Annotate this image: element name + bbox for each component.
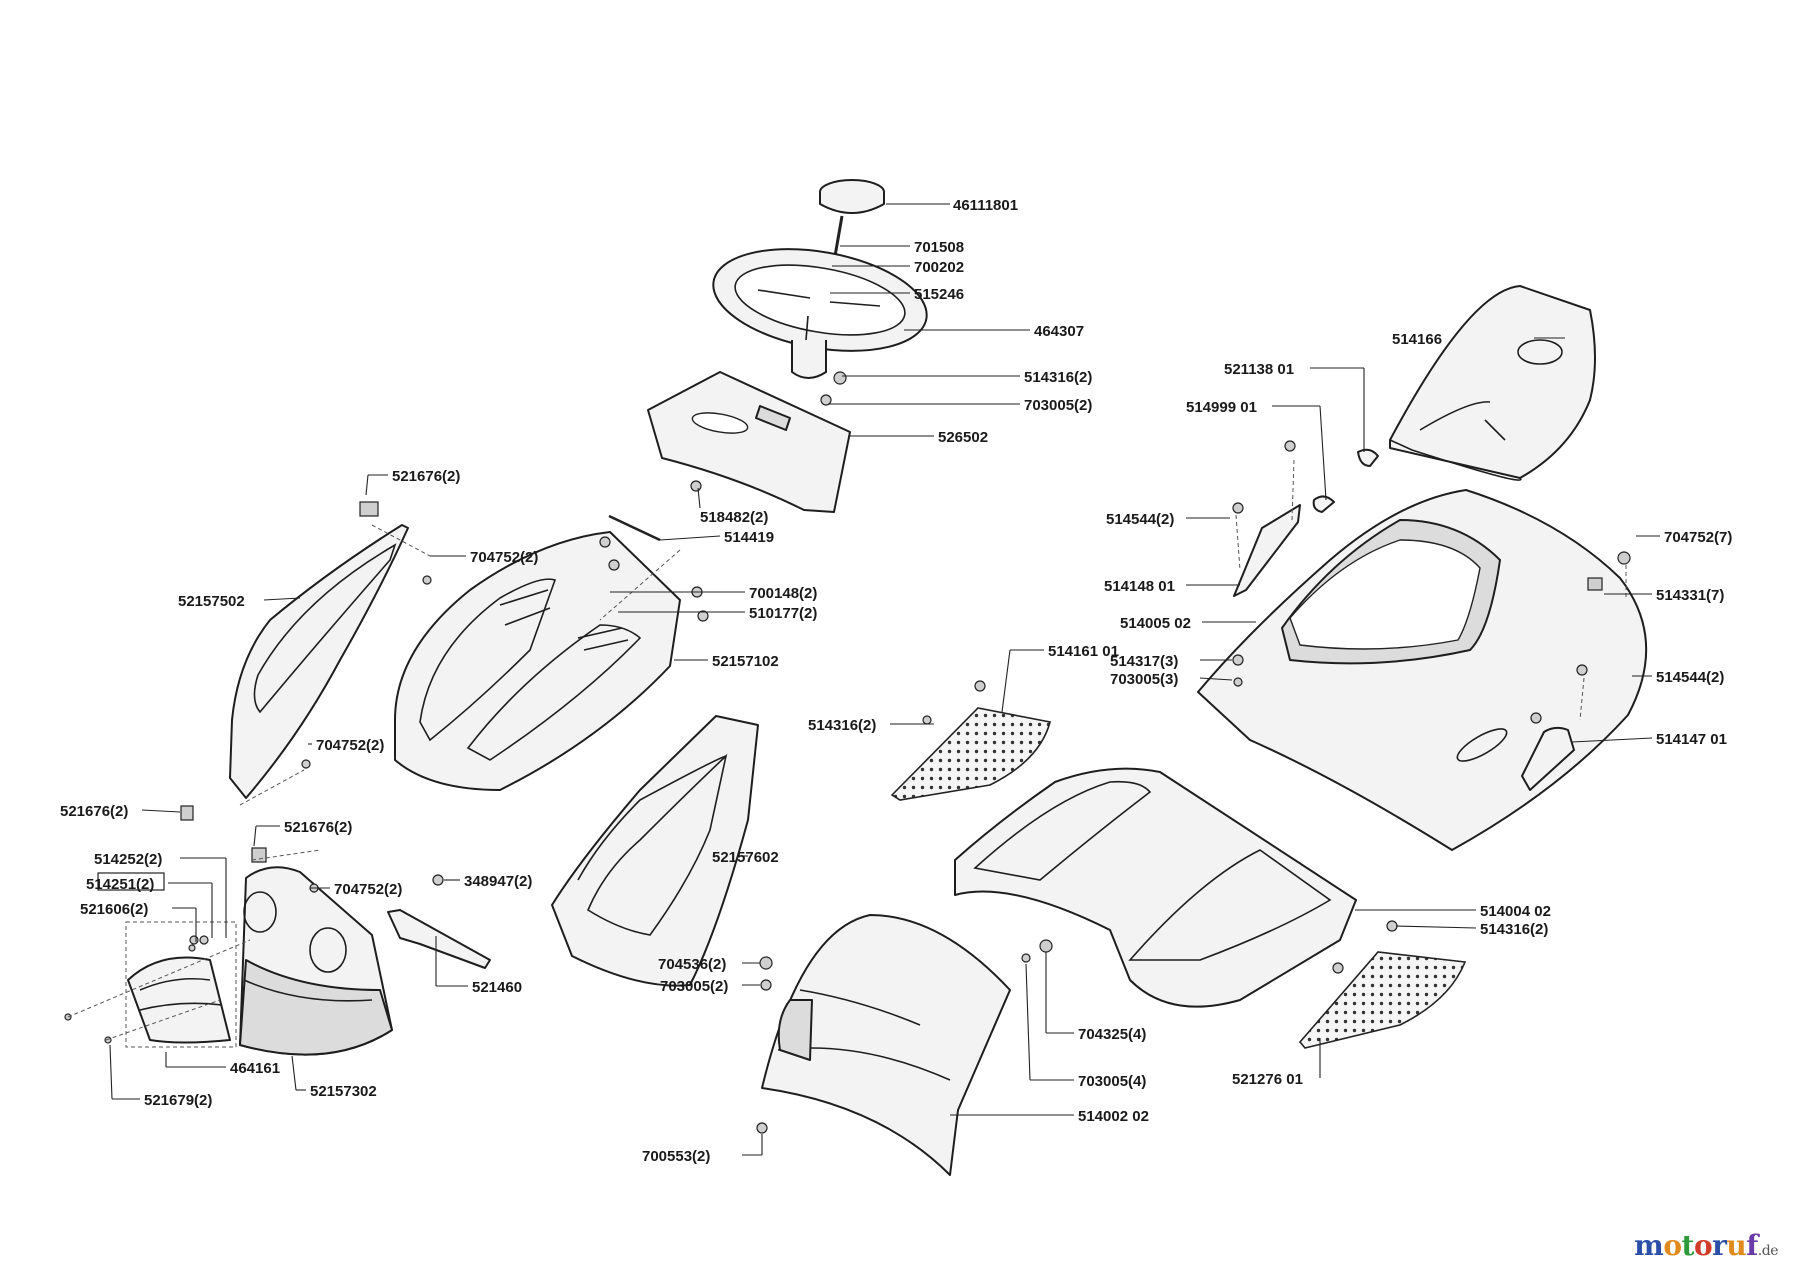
steering-wheel-part bbox=[712, 248, 928, 379]
label-52157602: 52157602 bbox=[712, 849, 779, 866]
dash-panel-part bbox=[647, 371, 851, 513]
label-46111801: 46111801 bbox=[953, 197, 1018, 214]
label-514544-2-right: 514544(2) bbox=[1656, 669, 1724, 686]
label-703005-3: 703005(3) bbox=[1110, 671, 1178, 688]
support-rod-part bbox=[608, 514, 661, 542]
leader-lines bbox=[109, 203, 1660, 1156]
right-side-panel-part bbox=[551, 715, 759, 987]
label-514004-02: 514004 02 bbox=[1480, 903, 1551, 920]
brand-letter: f bbox=[1746, 1229, 1758, 1262]
hood-part bbox=[394, 531, 681, 791]
label-704752-2-top: 704752(2) bbox=[470, 549, 538, 566]
label-521679-2: 521679(2) bbox=[144, 1092, 212, 1109]
label-526502: 526502 bbox=[938, 429, 988, 446]
label-700553-2: 700553(2) bbox=[642, 1148, 710, 1165]
front-grille-part bbox=[239, 866, 393, 1056]
right-footplate-part bbox=[1298, 951, 1467, 1049]
label-514148-01: 514148 01 bbox=[1104, 578, 1175, 595]
front-chassis-cover-part bbox=[761, 914, 1011, 1176]
label-703005-2-mid: 703005(2) bbox=[660, 978, 728, 995]
projection-lines bbox=[67, 459, 1627, 1041]
label-700148-2: 700148(2) bbox=[749, 585, 817, 602]
brand-letter: t bbox=[1681, 1229, 1695, 1262]
side-trim-left-part bbox=[1233, 504, 1301, 597]
seat-pad-part bbox=[1357, 448, 1379, 467]
label-704325-4: 704325(4) bbox=[1078, 1026, 1146, 1043]
label-521138-01: 521138 01 bbox=[1224, 361, 1294, 378]
label-521606-2: 521606(2) bbox=[80, 901, 148, 918]
label-514251-box bbox=[97, 872, 165, 891]
label-514005-02: 514005 02 bbox=[1120, 615, 1191, 632]
seat-part bbox=[1389, 285, 1596, 481]
brand-letter: o bbox=[1693, 1229, 1713, 1262]
label-703005-4: 703005(4) bbox=[1078, 1073, 1146, 1090]
label-514316-2-left: 514316(2) bbox=[808, 717, 876, 734]
label-701508: 701508 bbox=[914, 239, 964, 256]
label-703005-2: 703005(2) bbox=[1024, 397, 1092, 414]
label-704752-2-grille: 704752(2) bbox=[334, 881, 402, 898]
left-footplate-part bbox=[890, 707, 1051, 801]
brand-letter: m bbox=[1634, 1229, 1664, 1262]
label-348947-2: 348947(2) bbox=[464, 873, 532, 890]
label-514316-2-right: 514316(2) bbox=[1480, 921, 1548, 938]
label-514251-2: 514251(2) bbox=[86, 876, 154, 893]
brand-letter: o bbox=[1663, 1229, 1682, 1262]
label-704752-2-mid: 704752(2) bbox=[316, 737, 384, 754]
label-52157102: 52157102 bbox=[712, 653, 779, 670]
label-521676-2-left: 521676(2) bbox=[60, 803, 128, 820]
brand-logo: motoruf.de bbox=[1634, 1229, 1778, 1262]
steering-cap-part bbox=[819, 179, 885, 214]
fastener-set bbox=[64, 371, 1631, 1134]
part-labels: 46111801 701508 700202 515246 464307 514… bbox=[60, 197, 1732, 1165]
label-704752-7: 704752(7) bbox=[1664, 529, 1732, 546]
side-trim-right-part bbox=[1521, 726, 1575, 791]
bracket-part bbox=[387, 909, 491, 969]
label-514147-01: 514147 01 bbox=[1656, 731, 1727, 748]
label-464161: 464161 bbox=[230, 1060, 280, 1077]
label-52157502: 52157502 bbox=[178, 593, 245, 610]
label-515246: 515246 bbox=[914, 286, 964, 303]
label-514161-01: 514161 01 bbox=[1048, 643, 1119, 660]
lamp-group-box bbox=[125, 921, 237, 1048]
label-521676-2-grille: 521676(2) bbox=[284, 819, 352, 836]
label-514331-7: 514331(7) bbox=[1656, 587, 1724, 604]
label-518482-2: 518482(2) bbox=[700, 509, 768, 526]
label-514419: 514419 bbox=[724, 529, 774, 546]
label-464307: 464307 bbox=[1034, 323, 1084, 340]
center-footwell-part bbox=[954, 767, 1357, 1008]
label-514316-2: 514316(2) bbox=[1024, 369, 1092, 386]
seat-pad-part-2 bbox=[1312, 495, 1335, 513]
brand-letter: r bbox=[1712, 1229, 1727, 1262]
label-510177-2: 510177(2) bbox=[749, 605, 817, 622]
label-521460: 521460 bbox=[472, 979, 522, 996]
label-704536-2: 704536(2) bbox=[658, 956, 726, 973]
left-side-panel-part bbox=[229, 524, 409, 799]
label-514544-2-left: 514544(2) bbox=[1106, 511, 1174, 528]
label-514317-3: 514317(3) bbox=[1110, 653, 1178, 670]
label-514999-01: 514999 01 bbox=[1186, 399, 1257, 416]
brand-tld: .de bbox=[1757, 1243, 1779, 1259]
label-514252-2: 514252(2) bbox=[94, 851, 162, 868]
label-514166: 514166 bbox=[1392, 331, 1442, 348]
label-700202: 700202 bbox=[914, 259, 964, 276]
label-521676-2-top: 521676(2) bbox=[392, 468, 460, 485]
brand-name: motoruf bbox=[1634, 1229, 1758, 1262]
brand-letter: u bbox=[1726, 1229, 1747, 1262]
label-521276-01: 521276 01 bbox=[1232, 1071, 1303, 1088]
label-52157302: 52157302 bbox=[310, 1083, 377, 1100]
label-514002-02: 514002 02 bbox=[1078, 1108, 1149, 1125]
